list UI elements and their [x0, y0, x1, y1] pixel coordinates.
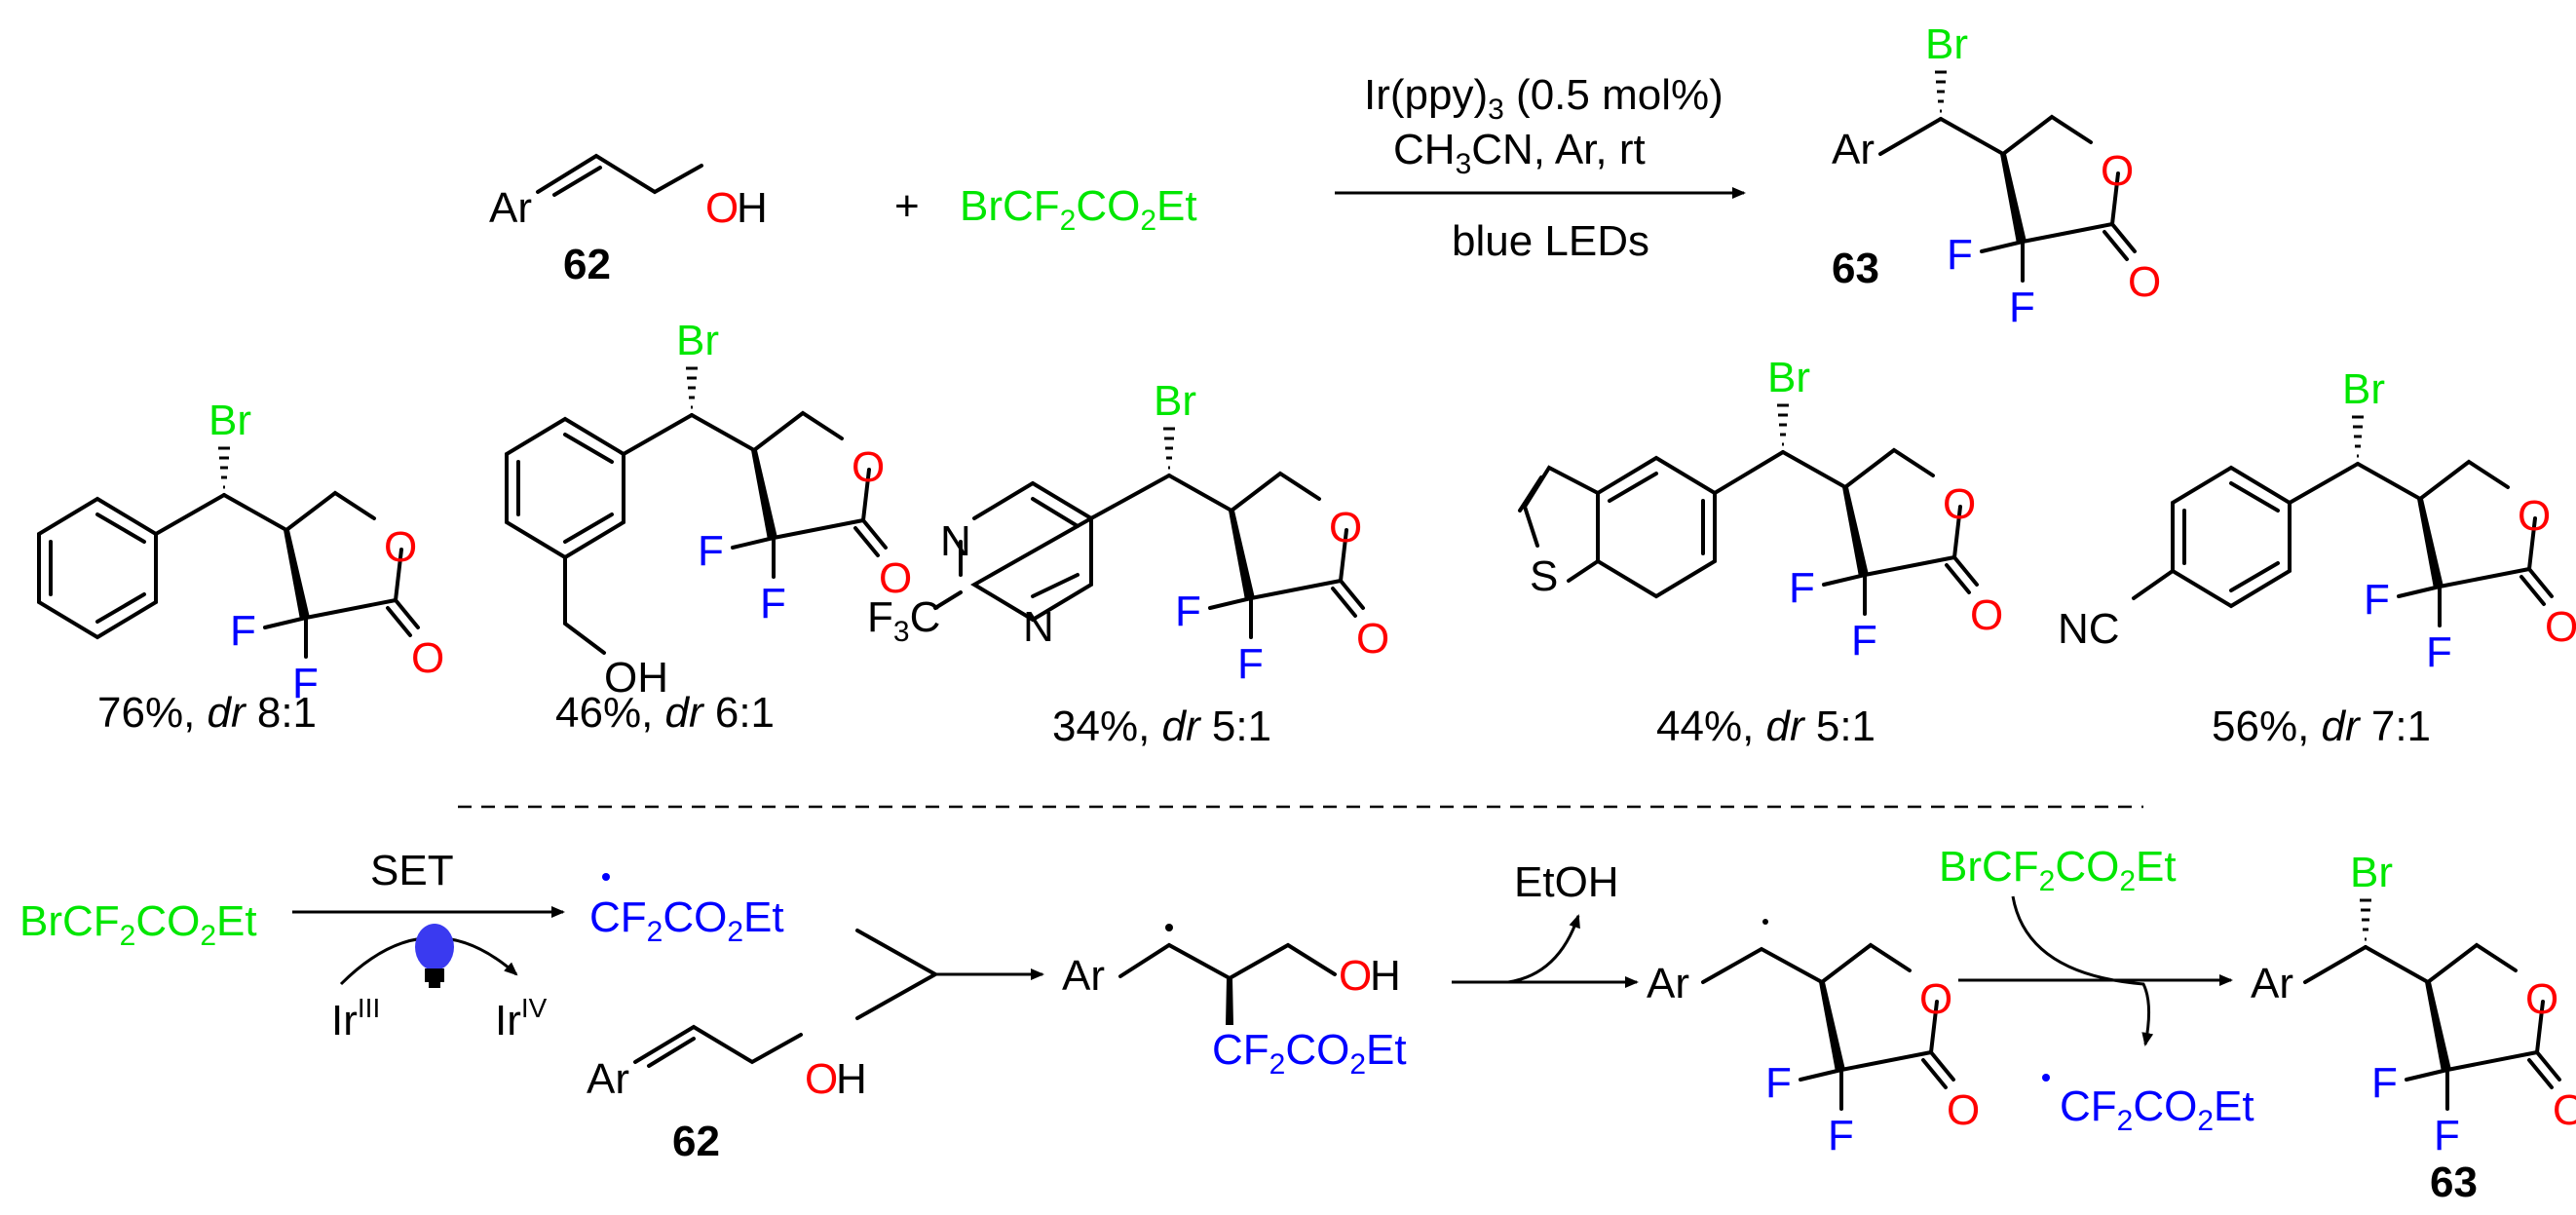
example-1-result: 76%, dr 8:1 — [97, 689, 317, 737]
mech-radical: CF2CO2Et — [589, 893, 784, 948]
radical-dot — [1762, 919, 1768, 925]
aryl-label: Ar — [1832, 126, 1875, 173]
aryl-label: Ar — [489, 184, 532, 232]
example-4-result: 44%, dr 5:1 — [1656, 702, 1875, 750]
example-5-result: 56%, dr 7:1 — [2212, 702, 2431, 750]
mech-reagent: BrCF2CO2Et — [19, 897, 257, 952]
plus-sign: + — [894, 182, 920, 230]
chain-radical: CF2CO2Et — [2060, 1082, 2254, 1137]
example-3-result: 34%, dr 5:1 — [1052, 702, 1271, 750]
hydroxyl-H: H — [836, 1055, 867, 1103]
substituent-hydroxyl: OH — [604, 654, 668, 702]
aryl-label: Ar — [2251, 960, 2293, 1007]
pyrimidine-N1: N — [940, 517, 971, 565]
aryl-label: Ar — [587, 1055, 629, 1103]
example-cyanophenyl: NC — [2058, 365, 2576, 676]
substituent-nitrile: NC — [2058, 605, 2120, 653]
mech-alkene-62: Ar O H 62 — [587, 1024, 867, 1165]
chain-reagent: BrCF2CO2Et — [1939, 843, 2177, 897]
set-label: SET — [370, 847, 454, 894]
hydroxyl-O: O — [705, 184, 739, 232]
ir-III: IrIII — [331, 993, 380, 1044]
compound-label-63: 63 — [1832, 245, 1879, 292]
compound-label-63: 63 — [2430, 1158, 2478, 1206]
example-pyrimidinyl: N N F3C — [867, 377, 1389, 688]
radical-dot — [602, 873, 610, 881]
ir-IV: IrIV — [495, 993, 548, 1044]
compound-label-62: 62 — [672, 1118, 720, 1165]
conditions-light: blue LEDs — [1452, 217, 1649, 265]
pyrimidine-N3: N — [1023, 603, 1054, 651]
reagent-formula: BrCF2CO2Et — [960, 182, 1197, 237]
aryl-label: Ar — [1647, 960, 1689, 1007]
example-2-result: 46%, dr 6:1 — [555, 689, 775, 737]
adduct-group: CF2CO2Et — [1212, 1026, 1407, 1081]
thiophene-S: S — [1530, 552, 1558, 600]
substituent-CF3: F3C — [867, 593, 940, 648]
hydroxyl-H: H — [1370, 952, 1401, 1000]
conditions-solvent: CH3CN, Ar, rt — [1393, 126, 1646, 180]
example-phenyl — [37, 397, 444, 707]
etoh-release-arrow — [1507, 914, 1580, 984]
example-hydroxymethylphenyl: OH — [505, 317, 912, 702]
mech-product-63: Ar 63 — [2251, 849, 2576, 1206]
hydroxyl-O: O — [805, 1055, 838, 1103]
compound-label-62: 62 — [563, 241, 611, 288]
product-63: Ar 63 — [1832, 20, 2161, 331]
lactone-radical-intermediate: Ar — [1647, 919, 1983, 1161]
light-bulb-icon — [415, 924, 454, 988]
chain-curved-arrow — [2011, 895, 2154, 1046]
radical-adduct: Ar O H CF2CO2Et — [1062, 924, 1407, 1081]
byproduct-etoh: EtOH — [1514, 858, 1619, 906]
example-benzothiophenyl: S — [1518, 354, 2003, 664]
substrate-62: Ar O H 62 — [489, 153, 768, 288]
hydroxyl-H: H — [737, 184, 768, 232]
radical-dot — [2042, 1074, 2050, 1082]
hydroxyl-O: O — [1339, 952, 1372, 1000]
conditions-catalyst: Ir(ppy)3 (0.5 mol%) — [1364, 71, 1724, 126]
aryl-label: Ar — [1062, 952, 1105, 1000]
radical-dot — [1165, 924, 1173, 931]
